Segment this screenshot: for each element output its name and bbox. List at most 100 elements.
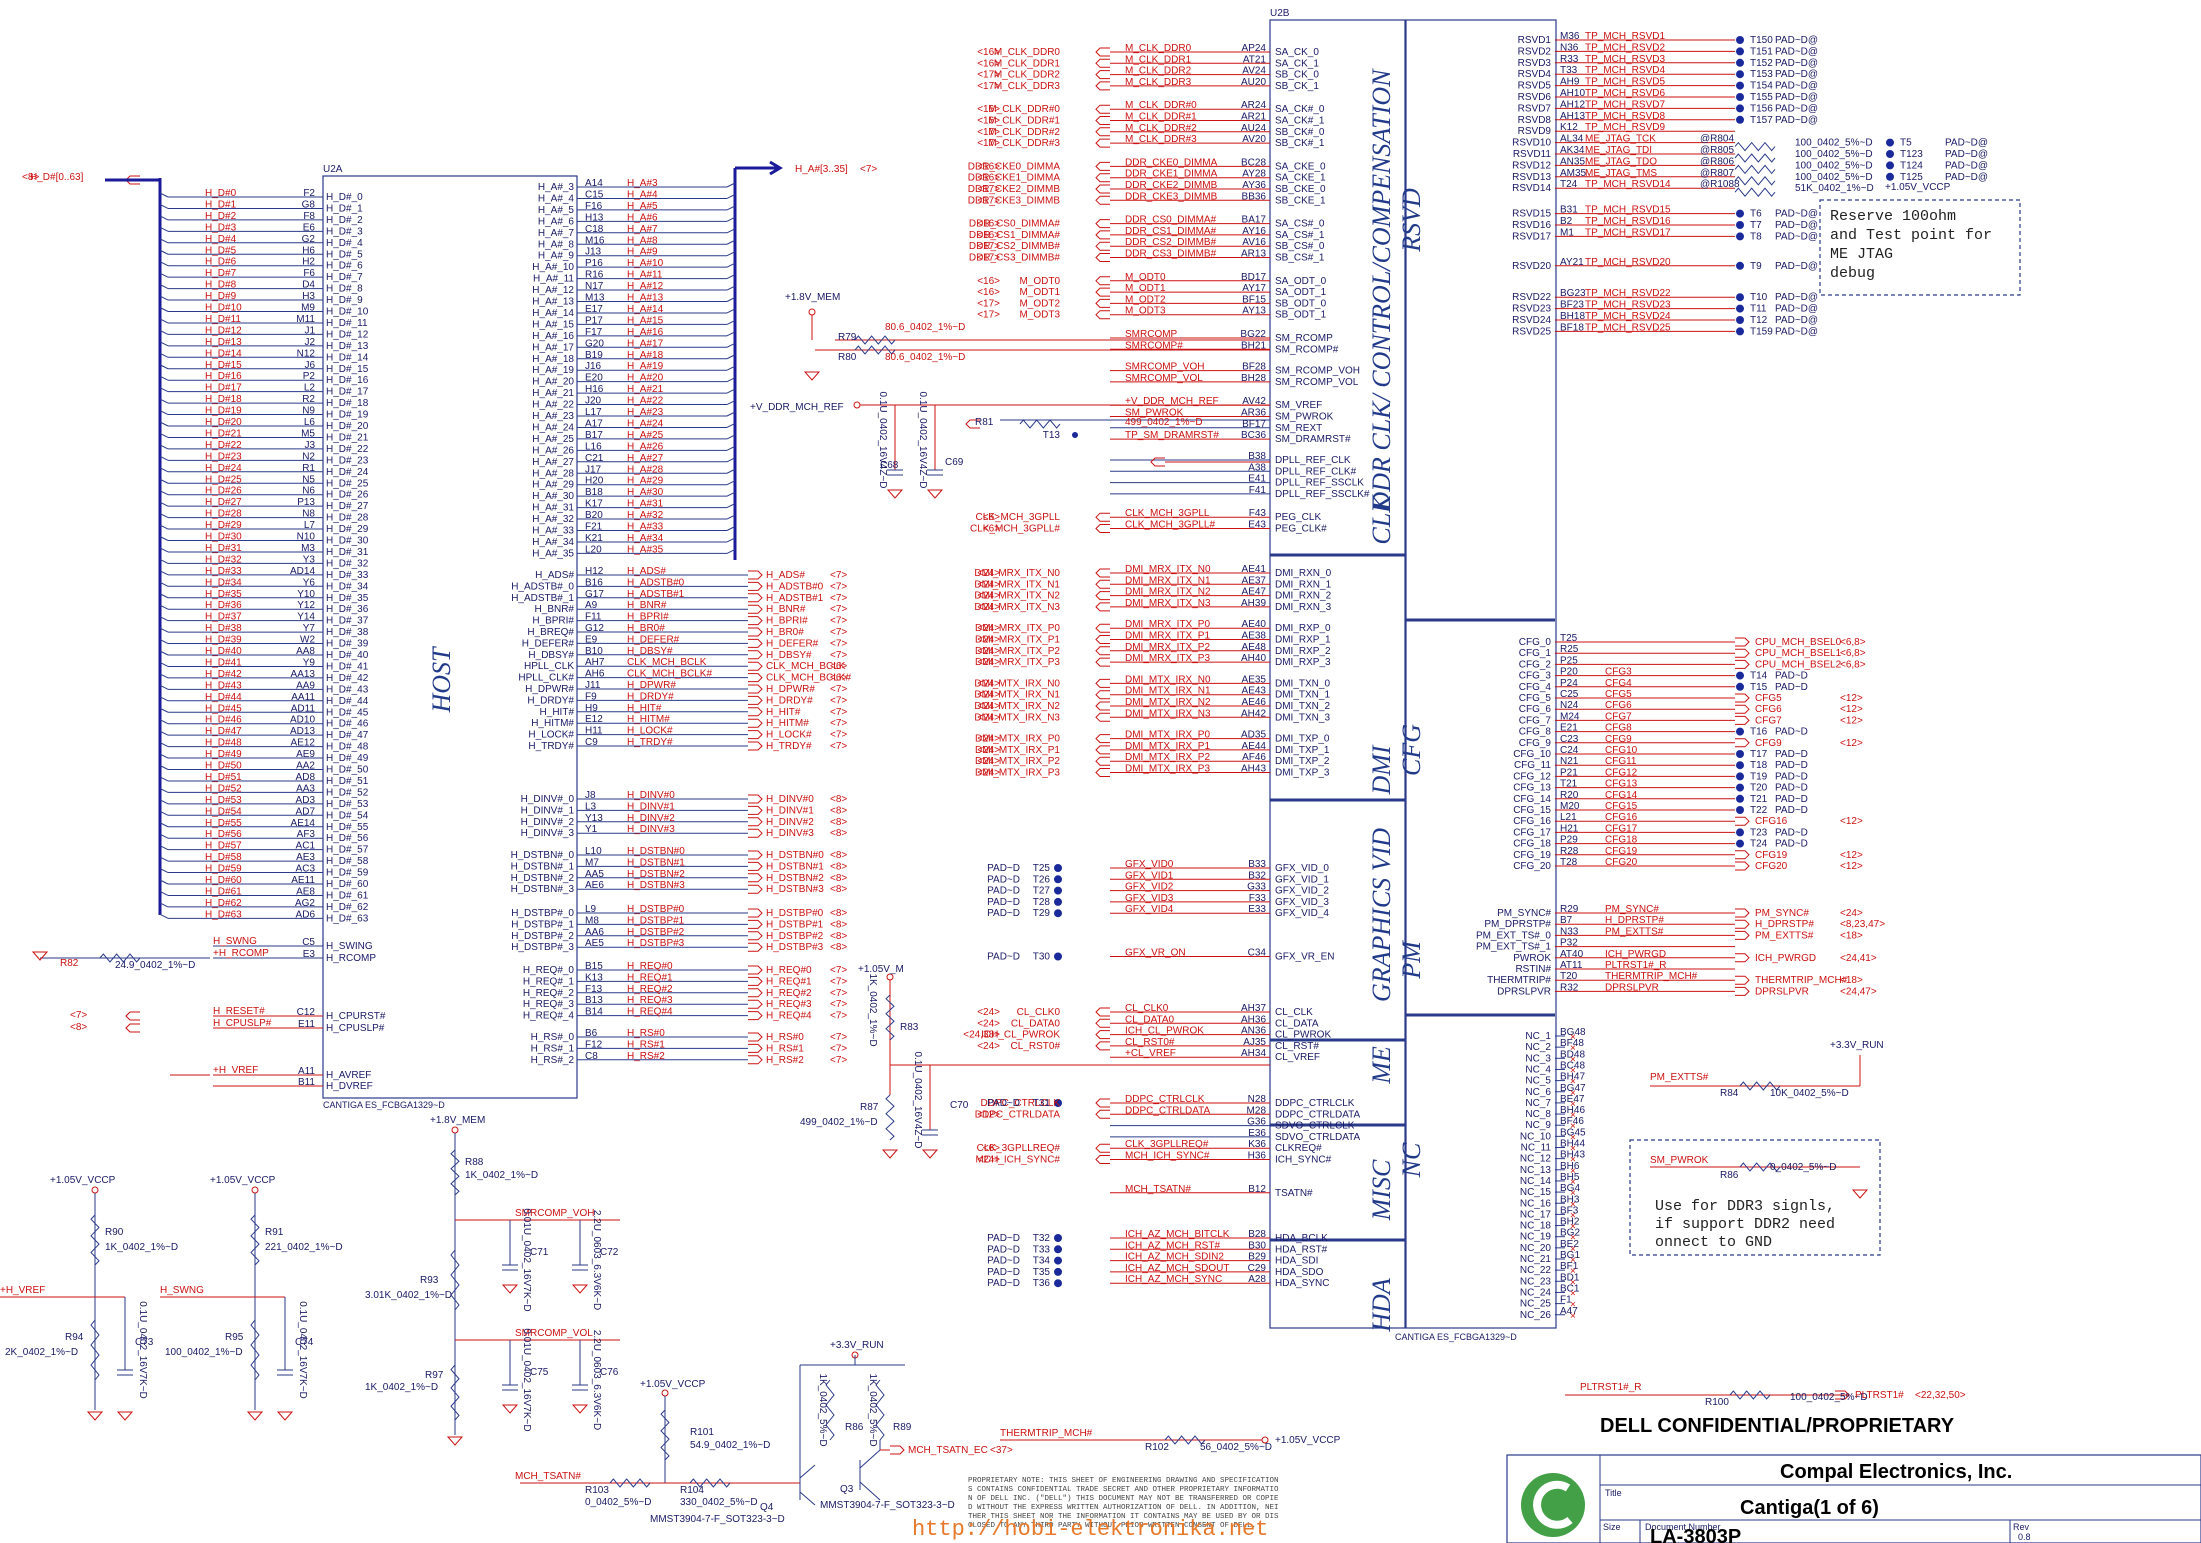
data-net-label: H_D#58 bbox=[205, 852, 242, 863]
data-net-label: H_D#36 bbox=[205, 600, 242, 611]
dstbn-ref: <8> bbox=[830, 861, 847, 872]
dinv-net: H_DINV#1 bbox=[627, 801, 675, 812]
no-connect-mark: × bbox=[1570, 1222, 1576, 1233]
ctrl-net: H_ADSTB#0 bbox=[627, 577, 685, 588]
pin-name: HDA_BCLK bbox=[1275, 1233, 1328, 1244]
voh-net-label: SMRCOMP_VOH bbox=[515, 1208, 594, 1219]
cfg-out: CPU_MCH_BSEL0 bbox=[1755, 637, 1842, 648]
ball-number: P21 bbox=[1560, 767, 1578, 778]
pin-name: H_DPWR# bbox=[525, 684, 574, 695]
pad-label: PAD~D bbox=[1775, 682, 1808, 693]
pin-name: H_D#_5 bbox=[326, 249, 363, 260]
ball-number: BG1 bbox=[1560, 1250, 1580, 1261]
ball-number: AH12 bbox=[1560, 99, 1585, 110]
ddr-ext: DDR_CKE2_DIMMB bbox=[968, 184, 1061, 195]
dmi-ref: <24> bbox=[977, 745, 1000, 756]
pin-name: H_D#_36 bbox=[326, 604, 369, 615]
ddr-net: SMRCOMP_VOL bbox=[1125, 373, 1203, 384]
cfg-net: CFG16 bbox=[1605, 812, 1638, 823]
ddr-net: DDR_CS0_DIMMA# bbox=[1125, 215, 1217, 226]
pad-label: PAD~D@ bbox=[1775, 69, 1818, 80]
r88-ref: R88 bbox=[465, 1157, 484, 1168]
ddr-net: DDR_CKE1_DIMMA bbox=[1125, 169, 1218, 180]
pin-name: H_D#_38 bbox=[326, 627, 369, 638]
ball-number: Y13 bbox=[585, 813, 603, 824]
data-net-label: H_D#12 bbox=[205, 325, 242, 336]
data-net-label: H_D#37 bbox=[205, 612, 242, 623]
data-net-label: H_D#26 bbox=[205, 486, 242, 497]
ball-number: AA3 bbox=[296, 783, 315, 794]
signal-arrow-right bbox=[748, 684, 763, 694]
pin-name: CFG_7 bbox=[1519, 715, 1552, 726]
data-net-label: H_D#22 bbox=[205, 440, 242, 451]
signal-arrow-right bbox=[748, 817, 763, 827]
ball-number: L3 bbox=[585, 801, 597, 812]
signal-arrow-right bbox=[748, 616, 763, 626]
signal-arrow-left bbox=[1095, 745, 1110, 755]
u2b-left-block bbox=[1269, 19, 1406, 1329]
signal-arrow-right bbox=[748, 805, 763, 815]
dstbp-ref: <8> bbox=[830, 942, 847, 953]
pad-label: PAD~D bbox=[1775, 771, 1808, 782]
ball-number: AT21 bbox=[1243, 54, 1267, 65]
data-net-label: H_D#24 bbox=[205, 463, 242, 474]
pin-name: H_D#_45 bbox=[326, 707, 369, 718]
pin-name: H_DSTBP#_2 bbox=[511, 931, 574, 942]
test-point-dot bbox=[1736, 261, 1744, 270]
ddr-ext: DDR_CKE3_DIMMB bbox=[968, 195, 1061, 206]
bus-ripper bbox=[159, 238, 169, 244]
test-point-dot bbox=[1736, 327, 1744, 336]
pin-name: H_A#_26 bbox=[532, 445, 574, 456]
dmi-net: DMI_MRX_ITX_N2 bbox=[1125, 587, 1211, 598]
pin-name: H_DRDY# bbox=[527, 695, 574, 706]
bus-ripper bbox=[159, 616, 169, 622]
addr-net-label: H_A#17 bbox=[627, 338, 664, 349]
pm-ref: <24> bbox=[1840, 908, 1863, 919]
bus-in-ref: <8> bbox=[22, 172, 39, 183]
pin-name: DMI_RXN_1 bbox=[1275, 579, 1332, 590]
pin-name: H_D#_39 bbox=[326, 639, 369, 650]
ball-number: BH44 bbox=[1560, 1139, 1585, 1150]
test-point-dot bbox=[1736, 727, 1744, 736]
r104-symbol bbox=[689, 1478, 731, 1488]
ball-number: AE38 bbox=[1242, 631, 1267, 642]
off-page-connector bbox=[451, 1126, 459, 1134]
addr-net-label: H_A#34 bbox=[627, 533, 664, 544]
ball-number: R29 bbox=[1560, 904, 1579, 915]
no-connect-mark: × bbox=[1570, 1054, 1576, 1065]
off-page-connector bbox=[808, 308, 816, 316]
data-net-label: H_D#8 bbox=[205, 280, 237, 291]
signal-arrow-left bbox=[1095, 287, 1110, 297]
ddr-ext: M_CLK_DDR1 bbox=[994, 58, 1061, 69]
bus-ripper bbox=[159, 352, 169, 358]
pin-name: H_HITM# bbox=[531, 718, 574, 729]
pin-name: NC_20 bbox=[1520, 1243, 1552, 1254]
vccp-label: +1.05V_VCCP bbox=[50, 1175, 116, 1186]
rsvd-net: TP_MCH_RSVD4 bbox=[1585, 65, 1665, 76]
pin-name: SM_RCOMP# bbox=[1275, 344, 1339, 355]
ball-number: AH13 bbox=[1560, 111, 1585, 122]
test-point-dot bbox=[1736, 104, 1744, 113]
dinv-out: H_DINV#3 bbox=[766, 828, 814, 839]
pin-name: H_ADSTB#_0 bbox=[511, 581, 574, 592]
data-net-label: H_D#42 bbox=[205, 669, 242, 680]
ball-number: AV20 bbox=[1242, 134, 1266, 145]
pin-name: H_D#_9 bbox=[326, 295, 363, 306]
ddr-ext: DDR_CS0_DIMMA# bbox=[969, 219, 1061, 230]
bus-ripper bbox=[726, 285, 736, 291]
ddr-ref: <16> bbox=[977, 116, 1000, 127]
pin-name: DMI_RXP_0 bbox=[1275, 623, 1331, 634]
ddr-ref: <16> bbox=[977, 173, 1000, 184]
data-net-label: H_D#18 bbox=[205, 394, 242, 405]
bus-ripper bbox=[159, 730, 169, 736]
ball-number: AE37 bbox=[1242, 575, 1267, 586]
ball-number: L21 bbox=[1560, 812, 1577, 823]
signal-arrow-left bbox=[1095, 678, 1110, 688]
ball-number: AP24 bbox=[1242, 43, 1267, 54]
dstbp-out: H_DSTBP#2 bbox=[766, 931, 824, 942]
hda-net: ICH_AZ_MCH_BITCLK bbox=[1125, 1229, 1230, 1240]
ball-number: H16 bbox=[585, 384, 604, 395]
ball-number: P20 bbox=[1560, 667, 1578, 678]
pin-name: RSVD15 bbox=[1512, 209, 1551, 220]
pin-name: H_REQ#_2 bbox=[523, 988, 575, 999]
